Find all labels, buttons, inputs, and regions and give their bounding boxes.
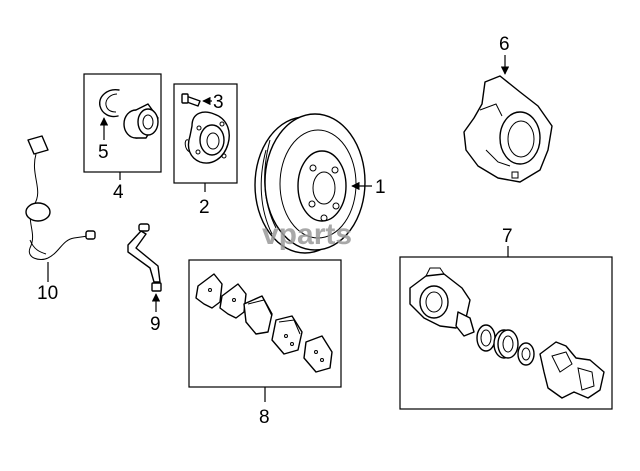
watermark-text: vparts [262,218,352,251]
callout-6-label: 6 [499,34,510,55]
caliper-bracket-part[interactable] [539,341,605,399]
brake-rotor-part[interactable] [254,113,366,254]
pad-shim-lower[interactable] [303,335,333,373]
dust-boot-part[interactable] [517,342,535,366]
caliper-housing-part[interactable] [409,267,475,337]
callout-7-label: 7 [502,226,513,247]
pad-shim-upper-right[interactable] [219,283,247,319]
dust-shield-part[interactable] [463,75,553,183]
callout-9-label: 9 [150,314,161,335]
wheel-bearing-part[interactable] [123,103,159,139]
brake-pad-outer[interactable] [271,315,303,355]
callout-8-label: 8 [259,407,270,428]
abs-sensor-part[interactable] [25,135,96,261]
pad-shim-upper-left[interactable] [195,273,223,309]
wheel-stud-part[interactable] [181,93,201,107]
wheel-hub-part[interactable] [184,111,230,164]
callout-5-label: 5 [98,142,109,163]
callout-3-label: 3 [213,92,224,113]
callout-10-label: 10 [37,283,58,304]
piston-part[interactable] [493,329,519,359]
callout-2-label: 2 [199,197,210,218]
caliper-assembly-box [399,256,613,410]
brake-pad-inner[interactable] [243,295,273,335]
bearing-kit-box [83,73,162,173]
piston-seal-part[interactable] [476,324,496,352]
snap-ring-part[interactable] [99,89,120,118]
callout-1-label: 1 [375,177,386,198]
brake-hose-part[interactable] [127,223,162,292]
callout-4-label: 4 [113,182,124,203]
